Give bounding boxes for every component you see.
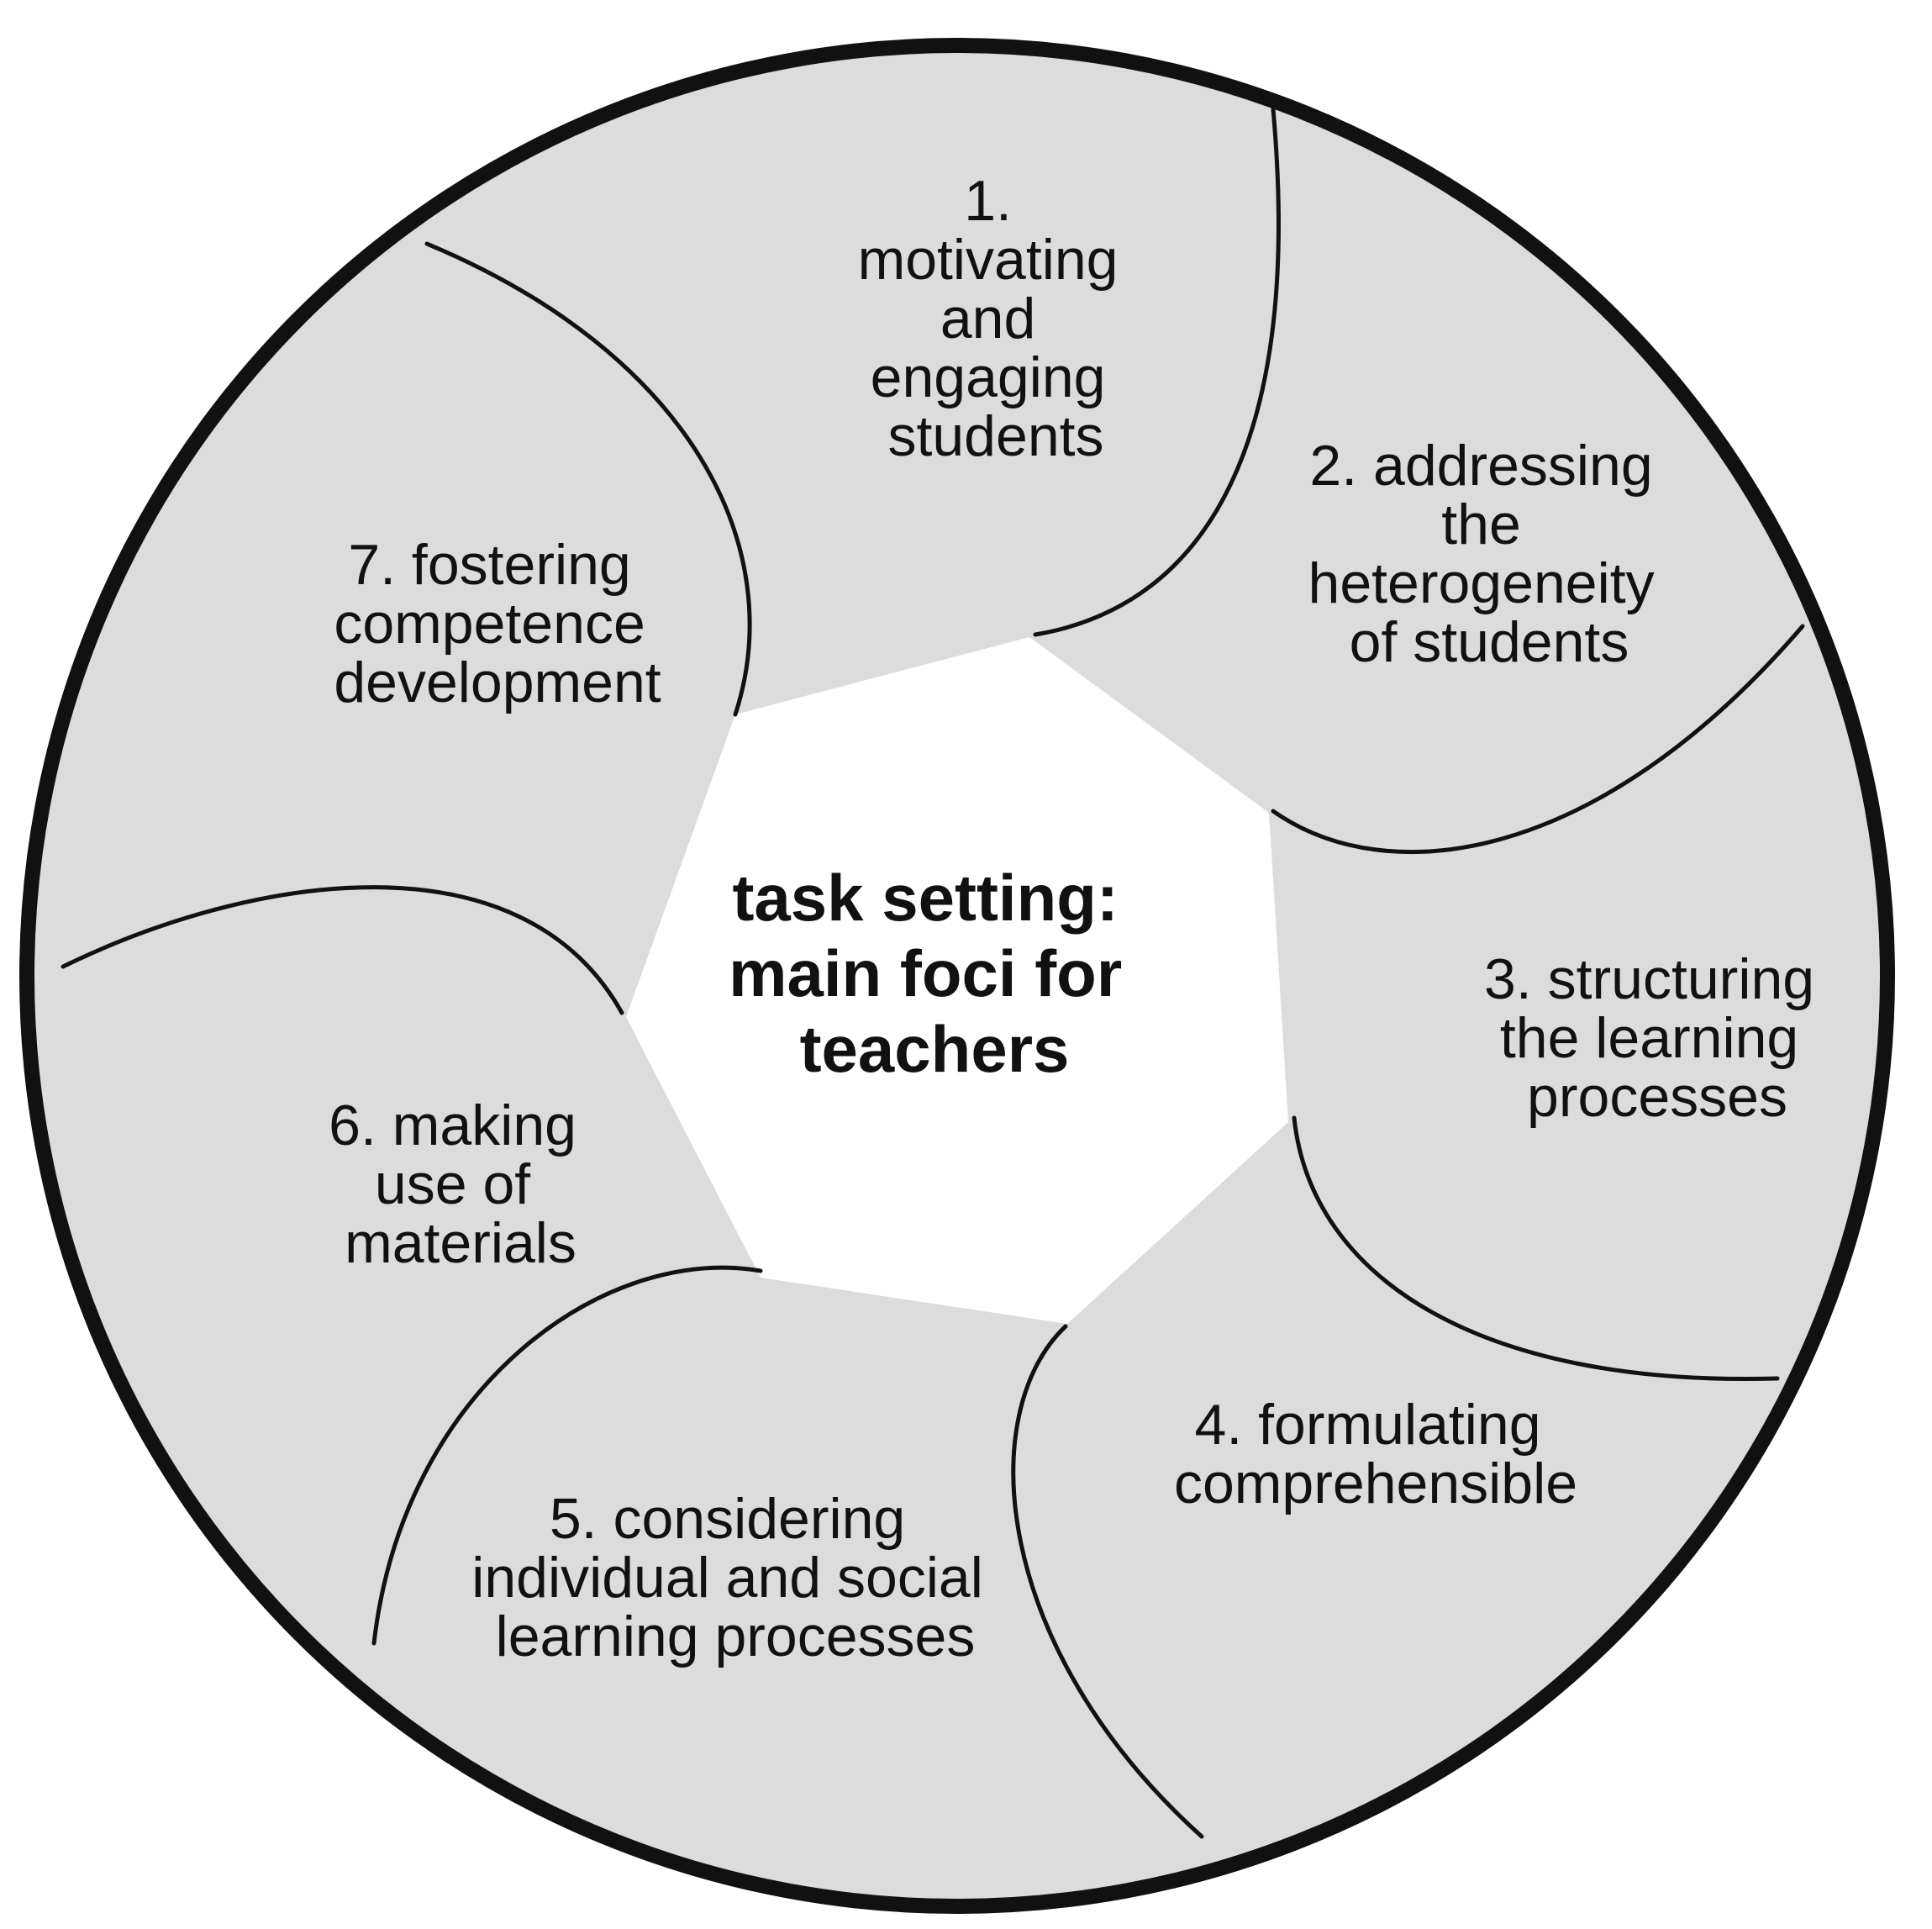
segment-2-label: 2. addressing the heterogeneity of stude… bbox=[1308, 434, 1671, 674]
outer-rim bbox=[19, 38, 1895, 1914]
divider-6-7 bbox=[61, 885, 624, 1015]
divider-3-4 bbox=[1292, 1115, 1780, 1382]
divider-5-6 bbox=[371, 1265, 763, 1646]
segment-1-label: 1. motivating and engaging students bbox=[858, 169, 1134, 468]
divider-7-1 bbox=[424, 241, 752, 717]
segment-ring bbox=[26, 48, 1887, 1910]
segment-7-label: 7. fostering competence development bbox=[334, 533, 661, 714]
segment-labels: 1. motivating and engaging students 2. a… bbox=[329, 169, 1830, 1668]
segment-6-label: 6. making use of materials bbox=[329, 1094, 592, 1275]
divider-2-3 bbox=[1271, 624, 1805, 854]
segment-5-label: 5. considering individual and social lea… bbox=[471, 1487, 999, 1668]
segment-dividers bbox=[61, 107, 1805, 1839]
center-title: task setting: main foci for teachers bbox=[729, 861, 1140, 1086]
segment-3-label: 3. structuring the learning processes bbox=[1484, 947, 1830, 1129]
divider-1-2 bbox=[1033, 107, 1281, 637]
segment-4-label: 4. formulating comprehensible bbox=[1174, 1393, 1577, 1515]
divider-4-5 bbox=[1011, 1324, 1204, 1839]
